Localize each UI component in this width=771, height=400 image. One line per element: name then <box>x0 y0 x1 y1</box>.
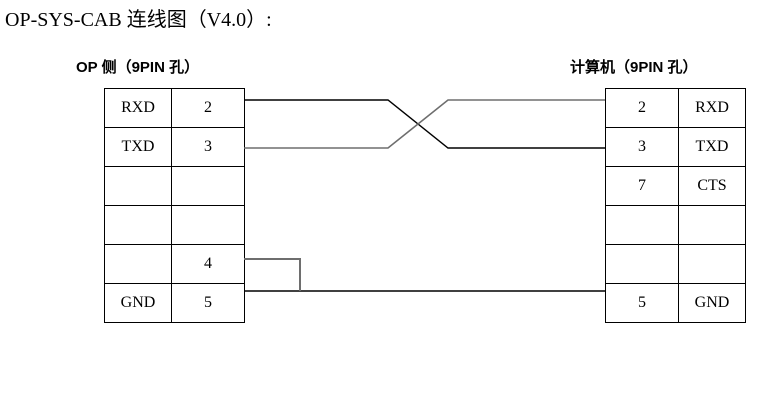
table-row: 7 CTS <box>605 166 746 206</box>
table-row: GND 5 <box>104 283 245 323</box>
left-side-header: OP 侧（9PIN 孔） <box>76 59 200 76</box>
right-signal-cell: GND <box>678 283 746 323</box>
left-pin-cell <box>171 166 245 206</box>
right-signal-cell <box>678 244 746 284</box>
right-signal-cell: TXD <box>678 127 746 167</box>
table-row: 5 GND <box>605 283 746 323</box>
left-pin-cell: 5 <box>171 283 245 323</box>
wire-pin4-jumper-to-gnd <box>244 258 301 291</box>
table-row <box>104 205 245 245</box>
table-row: RXD 2 <box>104 88 245 128</box>
table-row <box>605 205 746 245</box>
wire-txd3-to-rxd2 <box>244 99 605 149</box>
table-row: TXD 3 <box>104 127 245 167</box>
page-title: OP-SYS-CAB 连线图（V4.0）: <box>5 9 272 31</box>
left-pin-cell: 3 <box>171 127 245 167</box>
right-signal-cell: CTS <box>678 166 746 206</box>
table-row <box>104 166 245 206</box>
left-signal-cell: TXD <box>104 127 172 167</box>
right-signal-cell <box>678 205 746 245</box>
left-signal-cell <box>104 205 172 245</box>
right-signal-cell: RXD <box>678 88 746 128</box>
left-signal-cell <box>104 244 172 284</box>
table-row: 2 RXD <box>605 88 746 128</box>
left-pin-table: RXD 2 TXD 3 4 GND 5 <box>104 88 245 323</box>
table-row <box>605 244 746 284</box>
table-row: 4 <box>104 244 245 284</box>
wire-rxd2-to-txd3 <box>244 99 605 149</box>
right-pin-cell <box>605 205 679 245</box>
left-pin-cell: 4 <box>171 244 245 284</box>
right-pin-table: 2 RXD 3 TXD 7 CTS 5 GND <box>605 88 746 323</box>
right-side-header: 计算机（9PIN 孔） <box>570 59 698 76</box>
left-pin-cell: 2 <box>171 88 245 128</box>
right-pin-cell: 7 <box>605 166 679 206</box>
right-pin-cell: 2 <box>605 88 679 128</box>
left-signal-cell: RXD <box>104 88 172 128</box>
right-pin-cell: 5 <box>605 283 679 323</box>
right-pin-cell <box>605 244 679 284</box>
left-signal-cell <box>104 166 172 206</box>
left-signal-cell: GND <box>104 283 172 323</box>
table-row: 3 TXD <box>605 127 746 167</box>
right-pin-cell: 3 <box>605 127 679 167</box>
left-pin-cell <box>171 205 245 245</box>
